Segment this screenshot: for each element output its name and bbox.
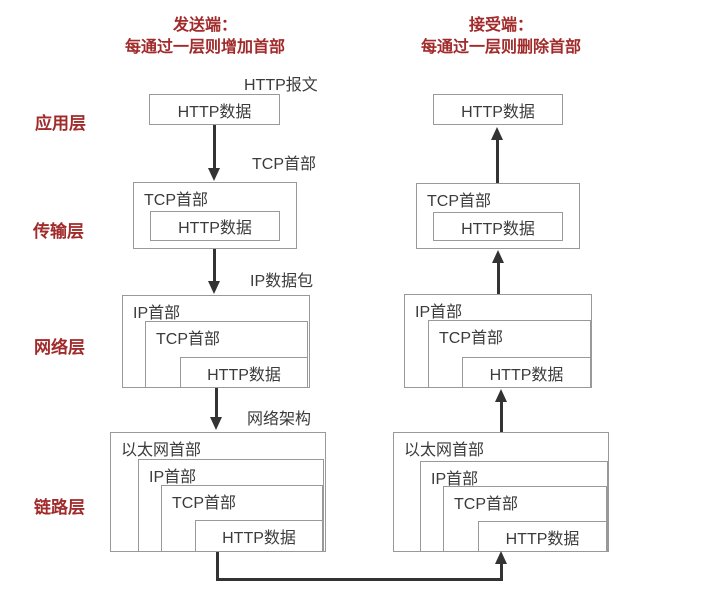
right-network-ip-label: IP首部	[415, 304, 463, 321]
left-arrow-transport-to-network-head-icon	[208, 281, 220, 294]
right-arrow-transport-to-app-head-icon	[491, 127, 503, 140]
right-arrow-network-to-transport-head-icon	[492, 250, 504, 263]
right-transport-http-data-label: HTTP数据	[461, 220, 535, 238]
left-transport-tcp-label: TCP首部	[144, 192, 209, 209]
left-link-tcp-label: TCP首部	[172, 495, 237, 512]
receiver-header-line2: 每通过一层则删除首部	[420, 39, 581, 56]
right-network-tcp-label: TCP首部	[439, 330, 504, 347]
right-link-http-data-box: HTTP数据	[478, 521, 607, 552]
receiver-header: 接受端： 每通过一层则删除首部	[361, 15, 641, 59]
right-link-tcp-label: TCP首部	[454, 496, 519, 513]
left-link-ethernet-label: 以太网首部	[121, 442, 202, 459]
right-link-ethernet-label: 以太网首部	[404, 442, 485, 459]
left-link-ip-label: IP首部	[149, 469, 197, 486]
sender-header-line1: 发送端：	[172, 17, 237, 34]
right-arrow-link-to-network-head-icon	[495, 389, 507, 402]
right-transport-tcp-label: TCP首部	[427, 193, 492, 210]
connector-left-vertical-line	[216, 552, 219, 581]
left-arrow-network-to-link-head-icon	[210, 417, 222, 430]
right-transport-tcp-box: TCP首部	[416, 183, 580, 249]
left-network-http-data-label: HTTP数据	[207, 366, 281, 384]
connector-horizontal-line	[216, 578, 503, 581]
left-transport-http-data-box: HTTP数据	[150, 211, 280, 241]
right-arrow-transport-to-app-shaft	[496, 140, 499, 183]
right-app-http-data-box: HTTP数据	[433, 94, 563, 125]
right-transport-http-data-box: HTTP数据	[433, 212, 563, 241]
left-arrow-network-to-link-shaft	[215, 388, 218, 417]
left-app-http-data-box: HTTP数据	[149, 94, 280, 125]
receiver-header-line1: 接受端：	[468, 17, 533, 34]
right-link-ip-label: IP首部	[431, 471, 479, 488]
left-link-http-data-box: HTTP数据	[195, 520, 323, 552]
right-arrow-link-to-network-shaft	[500, 402, 503, 432]
left-transport-tcp-box: TCP首部	[133, 182, 297, 249]
left-link-http-data-label: HTTP数据	[222, 530, 296, 547]
annotation-network-arch: 网络架构	[247, 411, 312, 428]
left-app-http-data-label: HTTP数据	[177, 103, 252, 121]
annotation-ip-packet: IP数据包	[250, 273, 314, 290]
sender-header-line2: 每通过一层则增加首部	[124, 39, 285, 56]
layer-label-application: 应用层	[35, 114, 86, 133]
left-transport-http-data-label: HTTP数据	[178, 220, 252, 237]
connector-right-vertical-line	[500, 564, 503, 581]
left-arrow-app-to-transport-head-icon	[208, 168, 220, 181]
right-network-http-data-box: HTTP数据	[462, 357, 591, 388]
connector-up-arrow-head-icon	[495, 551, 507, 564]
right-link-http-data-label: HTTP数据	[505, 530, 580, 548]
layer-label-network: 网络层	[34, 338, 85, 357]
right-arrow-network-to-transport-shaft	[497, 263, 500, 294]
left-arrow-app-to-transport-shaft	[213, 125, 216, 168]
right-app-http-data-label: HTTP数据	[461, 103, 535, 121]
layer-label-link: 链路层	[34, 498, 85, 517]
annotation-tcp-header: TCP首部	[252, 156, 317, 173]
left-arrow-transport-to-network-shaft	[213, 249, 216, 281]
left-network-ip-label: IP首部	[133, 305, 181, 322]
left-network-tcp-label: TCP首部	[156, 331, 221, 348]
layer-label-transport: 传输层	[33, 222, 84, 241]
right-network-http-data-label: HTTP数据	[489, 366, 564, 384]
annotation-http-message: HTTP报文	[244, 77, 318, 94]
left-network-http-data-box: HTTP数据	[180, 357, 308, 388]
sender-header: 发送端： 每通过一层则增加首部	[65, 15, 345, 59]
